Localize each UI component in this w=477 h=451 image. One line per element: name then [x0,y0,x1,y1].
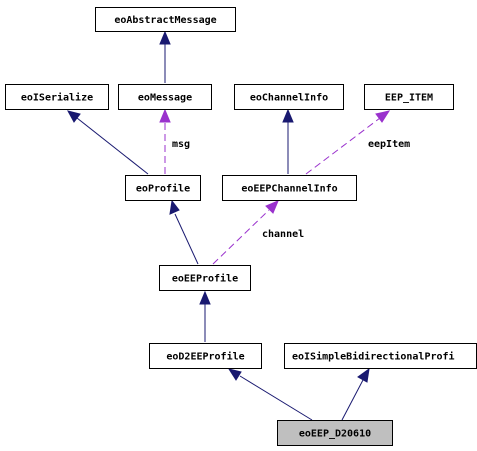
edge-label-msg: msg [172,139,190,150]
node-label: eoEEP_D20610 [299,429,371,440]
node-label: eoEEPChannelInfo [241,184,337,195]
node-label: eoProfile [136,183,190,195]
edge-ee-profile-to-profile [169,199,199,265]
node-label: eoEEProfile [172,273,238,285]
node-label: eoAbstractMessage [114,15,216,26]
node-label: eoISerialize [21,92,93,104]
edge-eep-channel-info-to-channel-info [282,108,294,174]
node-label: EEP_ITEM [385,93,433,104]
node-eo-ee-profile[interactable]: eoEEProfile [159,265,251,291]
node-label: eoISimpleBidirectionalProfi [292,351,455,363]
edge-ee-profile-to-eep-channel-info-usage [212,200,279,265]
node-eo-eep-channel-info[interactable]: eoEEPChannelInfo [222,175,357,201]
node-label: eoChannelInfo [250,93,328,104]
node-eo-profile[interactable]: eoProfile [125,175,201,201]
node-label: eoD2EEProfile [166,351,244,363]
node-eo-isimple-bidirectional-profile[interactable]: eoISimpleBidirectionalProfi [284,343,477,369]
edge-eep-d20610-to-isimple-bidir [341,367,370,421]
node-eep-item[interactable]: EEP_ITEM [364,84,454,110]
edge-message-to-abstract-message [159,30,171,83]
node-eo-abstract-message[interactable]: eoAbstractMessage [95,7,236,32]
edge-d2ee-profile-to-ee-profile [199,290,211,342]
node-label: eoMessage [138,93,192,104]
edge-profile-to-iserialize [67,110,149,175]
edge-profile-to-message-usage [159,108,171,174]
node-eo-message[interactable]: eoMessage [118,84,212,110]
edge-label-channel: channel [262,229,304,240]
node-eo-d2ee-profile[interactable]: eoD2EEProfile [149,343,262,369]
node-eo-channel-info[interactable]: eoChannelInfo [234,84,344,110]
node-eo-iserialize[interactable]: eoISerialize [5,84,109,110]
edge-label-eep-item: eepItem [368,139,410,150]
edge-eep-channel-info-to-eep-item-usage [305,110,391,175]
node-eo-eep-d20610[interactable]: eoEEP_D20610 [277,420,393,446]
edge-eep-d20610-to-d2ee-profile [227,368,313,421]
